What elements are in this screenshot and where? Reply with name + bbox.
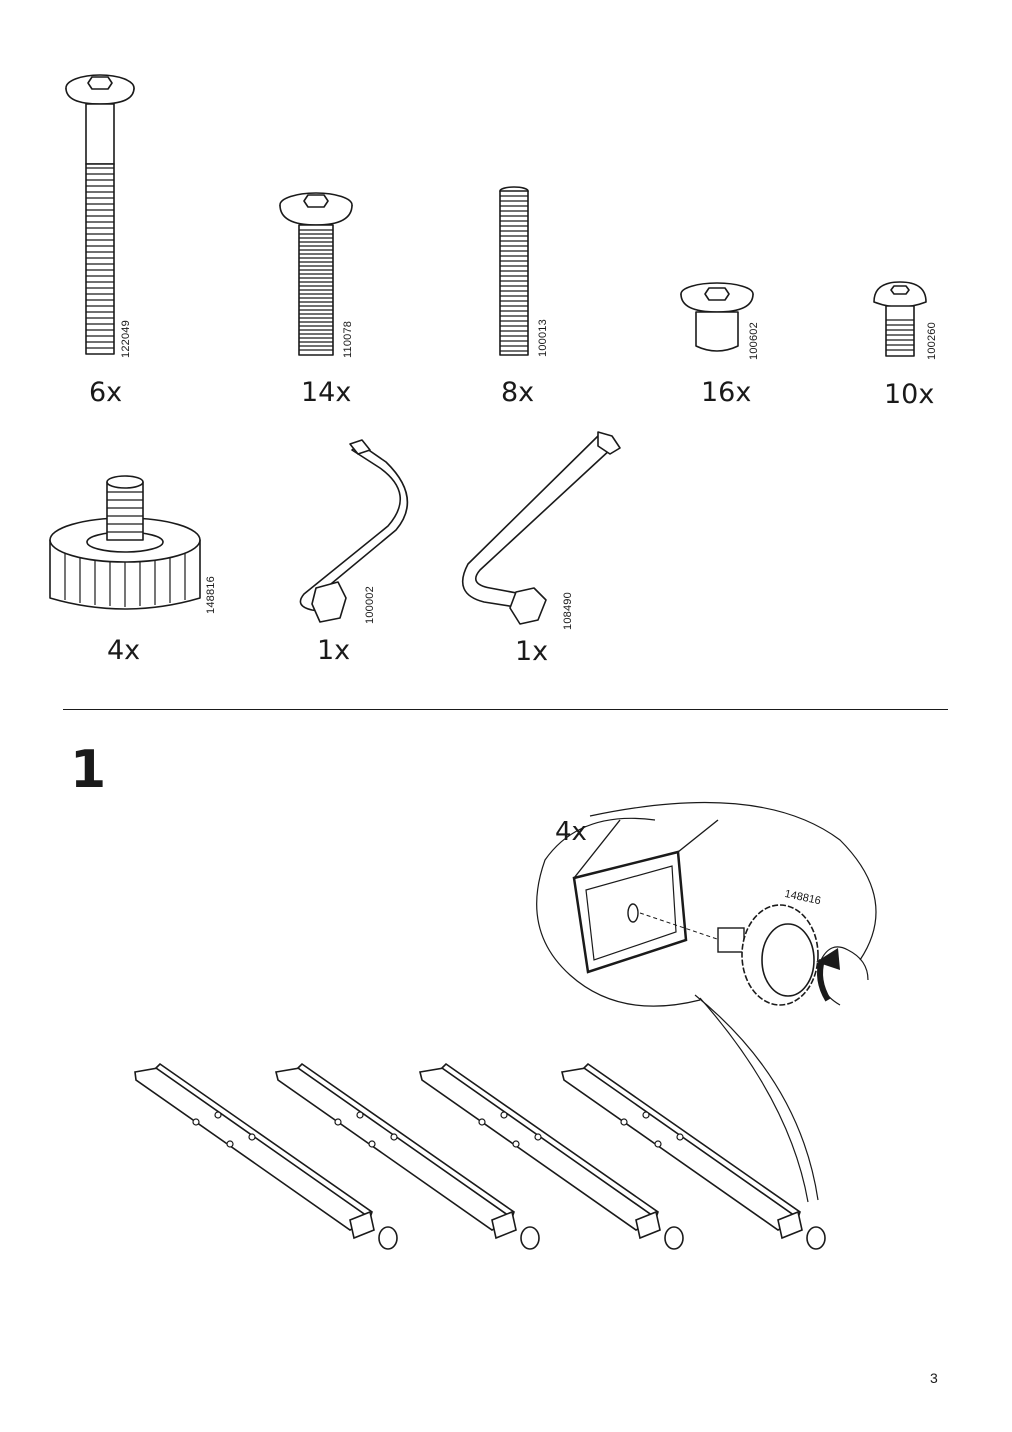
part-code: 100260 (926, 322, 938, 360)
medium-bolt-icon (279, 192, 353, 356)
part-code: 100002 (364, 586, 376, 624)
part-code: 148816 (205, 576, 217, 614)
part-quantity: 1x (515, 636, 549, 667)
part-quantity: 10x (884, 379, 935, 410)
part-quantity: 6x (89, 377, 123, 408)
part-long-bolt: 122049 (62, 68, 142, 368)
part-small-screw: 100260 (872, 280, 952, 370)
part-quantity: 8x (501, 377, 535, 408)
small-screw-icon (873, 281, 927, 357)
callout-quantity: 4x (555, 817, 587, 847)
part-quantity: 1x (317, 635, 351, 666)
step-number: 1 (70, 740, 107, 800)
part-threaded-rod: 100013 (495, 185, 565, 365)
part-code: 110078 (342, 320, 354, 358)
step-illustration (134, 801, 877, 1250)
part-code: 108490 (562, 592, 574, 630)
part-short-bolt: 100602 (680, 280, 770, 370)
threaded-rod-icon (499, 186, 529, 356)
part-code: 122049 (120, 320, 132, 358)
part-medium-bolt: 110078 (278, 190, 358, 370)
part-quantity: 16x (701, 377, 752, 408)
part-small-allen-key: 100002 (268, 438, 418, 628)
part-code: 100602 (748, 322, 760, 360)
part-code: 100013 (537, 319, 549, 357)
large-allen-key-icon (461, 431, 621, 625)
small-allen-key-icon (299, 439, 409, 623)
long-bolt-icon (65, 74, 135, 355)
part-quantity: 14x (301, 377, 352, 408)
short-bolt-icon (680, 282, 754, 352)
part-adjustable-foot: 148816 (45, 470, 235, 620)
page-number: 3 (930, 1370, 938, 1386)
part-large-allen-key: 108490 (450, 430, 640, 630)
part-quantity: 4x (107, 635, 141, 666)
adjustable-foot-icon (49, 475, 201, 610)
section-divider (63, 709, 948, 710)
